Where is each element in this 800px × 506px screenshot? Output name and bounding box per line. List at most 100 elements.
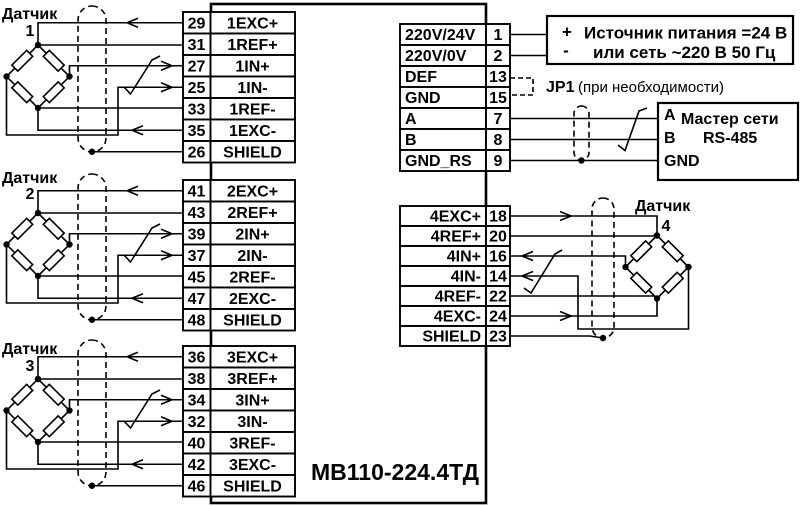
terminal-label: 1IN+	[235, 58, 269, 75]
twisted-pair-icon	[123, 223, 161, 264]
power-supply-line1: Источник питания =24 В	[584, 24, 787, 43]
power-supply-box: + - Источник питания =24 В или сеть ~220…	[545, 14, 795, 66]
terminal-number: 31	[188, 37, 206, 54]
sensor4-number: 4	[662, 218, 671, 235]
master-title-line1: Мастер сети	[681, 111, 779, 128]
terminal-number: 25	[188, 80, 206, 97]
shield-junction-dot	[578, 157, 585, 164]
terminal-number-cell	[485, 149, 511, 172]
terminal-number: 14	[489, 269, 507, 286]
strain-gauge-bridge-3	[2, 374, 74, 447]
terminal-label: 220V/24V	[405, 27, 476, 44]
terminal-number: 34	[188, 392, 206, 409]
terminal-number: 24	[489, 309, 507, 326]
master-b-label: В	[664, 130, 676, 147]
terminal-number: 47	[188, 291, 206, 308]
terminal-label: 3IN-	[237, 414, 267, 431]
arrow-left-icon	[519, 270, 534, 282]
terminal-label: 3IN+	[235, 392, 269, 409]
arrow-right-icon	[559, 310, 574, 322]
arrow-right-icon	[160, 82, 175, 93]
terminal-label: 3REF+	[227, 371, 277, 388]
terminal-number: 16	[489, 249, 507, 266]
terminal-label: 2REF+	[227, 205, 277, 222]
terminal-number: 15	[489, 90, 507, 107]
terminal-number: 26	[188, 144, 206, 161]
terminal-label: 2EXC+	[227, 183, 278, 200]
terminal-number: 7	[494, 111, 503, 128]
terminal-number: 45	[188, 269, 206, 286]
terminal-label: 2IN+	[235, 226, 269, 243]
power-supply-line2: или сеть ~220 В 50 Гц	[593, 43, 776, 62]
shield-junction-dot	[88, 316, 96, 323]
shield-junction-dot	[88, 148, 96, 155]
terminal-label: 4EXC-	[434, 309, 481, 326]
terminal-number: 8	[494, 132, 503, 149]
terminal-number: 32	[188, 414, 206, 431]
arrow-left-icon	[129, 459, 144, 470]
terminal-label: 1REF+	[227, 37, 277, 54]
terminal-label: 3EXC-	[229, 457, 276, 474]
terminal-number: 23	[489, 329, 507, 346]
sensor2-wires	[5, 185, 183, 321]
terminal-label: 4REF+	[431, 229, 481, 246]
terminal-number-cell	[485, 325, 511, 347]
terminal-label: 1REF-	[229, 101, 275, 118]
terminal-number: 13	[489, 69, 507, 86]
sensor4-title: Датчик	[635, 198, 691, 215]
arrow-left-icon	[129, 293, 144, 304]
terminal-label: 4IN-	[451, 269, 481, 286]
arrow-right-icon	[160, 60, 175, 71]
terminal-number: 43	[188, 205, 206, 222]
device-name: МВ110-224.4ТД	[311, 459, 479, 485]
sensor-captions: Датчик 1 Датчик 2 Датчик 3 Датчик 4	[2, 6, 691, 375]
sensor1-title: Датчик	[2, 6, 58, 23]
sensor4-terminal-block: 4EXC+18 4REF+20 4IN+16 4IN-14 4REF-22 4E…	[399, 205, 511, 347]
terminal-label: 220V/0V	[405, 48, 467, 65]
terminal-label: SHIELD	[422, 329, 481, 346]
terminal-label: 2EXC-	[229, 291, 276, 308]
terminal-label: 4IN+	[447, 249, 481, 266]
terminal-number: 1	[494, 27, 503, 44]
terminal-number: 41	[188, 183, 206, 200]
twisted-pair-icon	[523, 249, 563, 295]
terminal-number: 33	[188, 101, 206, 118]
terminal-label: 1IN-	[237, 80, 267, 97]
terminal-group-1: 29 1EXC+ 31 1REF+ 27 1IN+ 25 1IN- 33 1REF- 35…	[182, 11, 296, 164]
strain-gauge-bridge-4	[621, 231, 693, 303]
sensor2-title: Датчик	[2, 170, 58, 187]
cable-shield-oval	[591, 197, 615, 339]
jp1-name: JP1	[546, 79, 575, 96]
terminal-number: 46	[188, 478, 206, 495]
arrow-left-icon	[124, 351, 139, 362]
twisted-pair-icon	[617, 107, 648, 152]
sensor3-wires	[5, 351, 183, 487]
terminal-label: SHIELD	[223, 312, 282, 329]
sensor2-number: 2	[26, 186, 35, 203]
terminal-number: 40	[188, 435, 206, 452]
terminal-number: 22	[489, 289, 507, 306]
sensor4-wires	[510, 210, 690, 339]
arrow-left-icon	[124, 185, 139, 196]
shield-junction-dot	[599, 334, 607, 342]
master-a-label: А	[664, 107, 676, 124]
terminal-label: 1EXC-	[229, 123, 276, 140]
terminal-number: 27	[188, 58, 206, 75]
terminal-label: 4REF-	[435, 289, 481, 306]
shield-junction-dot	[88, 482, 96, 489]
sensor1-number: 1	[26, 23, 35, 40]
terminal-label: GND	[405, 90, 441, 107]
jp1-note: (при необходимости)	[578, 79, 724, 96]
master-title-line2: RS-485	[703, 130, 757, 147]
terminal-label: GND_RS	[405, 153, 472, 170]
rs485-master-box: А Мастер сети В RS-485 GND	[656, 101, 800, 182]
jp1-label: JP1 (при необходимости)	[546, 79, 724, 96]
terminal-label: 1EXC+	[227, 15, 278, 32]
terminal-number: 35	[188, 123, 206, 140]
terminal-label-cell	[209, 474, 296, 498]
arrow-right-icon	[160, 394, 175, 405]
terminal-label: 2REF-	[229, 269, 275, 286]
terminal-number: 29	[188, 15, 206, 32]
